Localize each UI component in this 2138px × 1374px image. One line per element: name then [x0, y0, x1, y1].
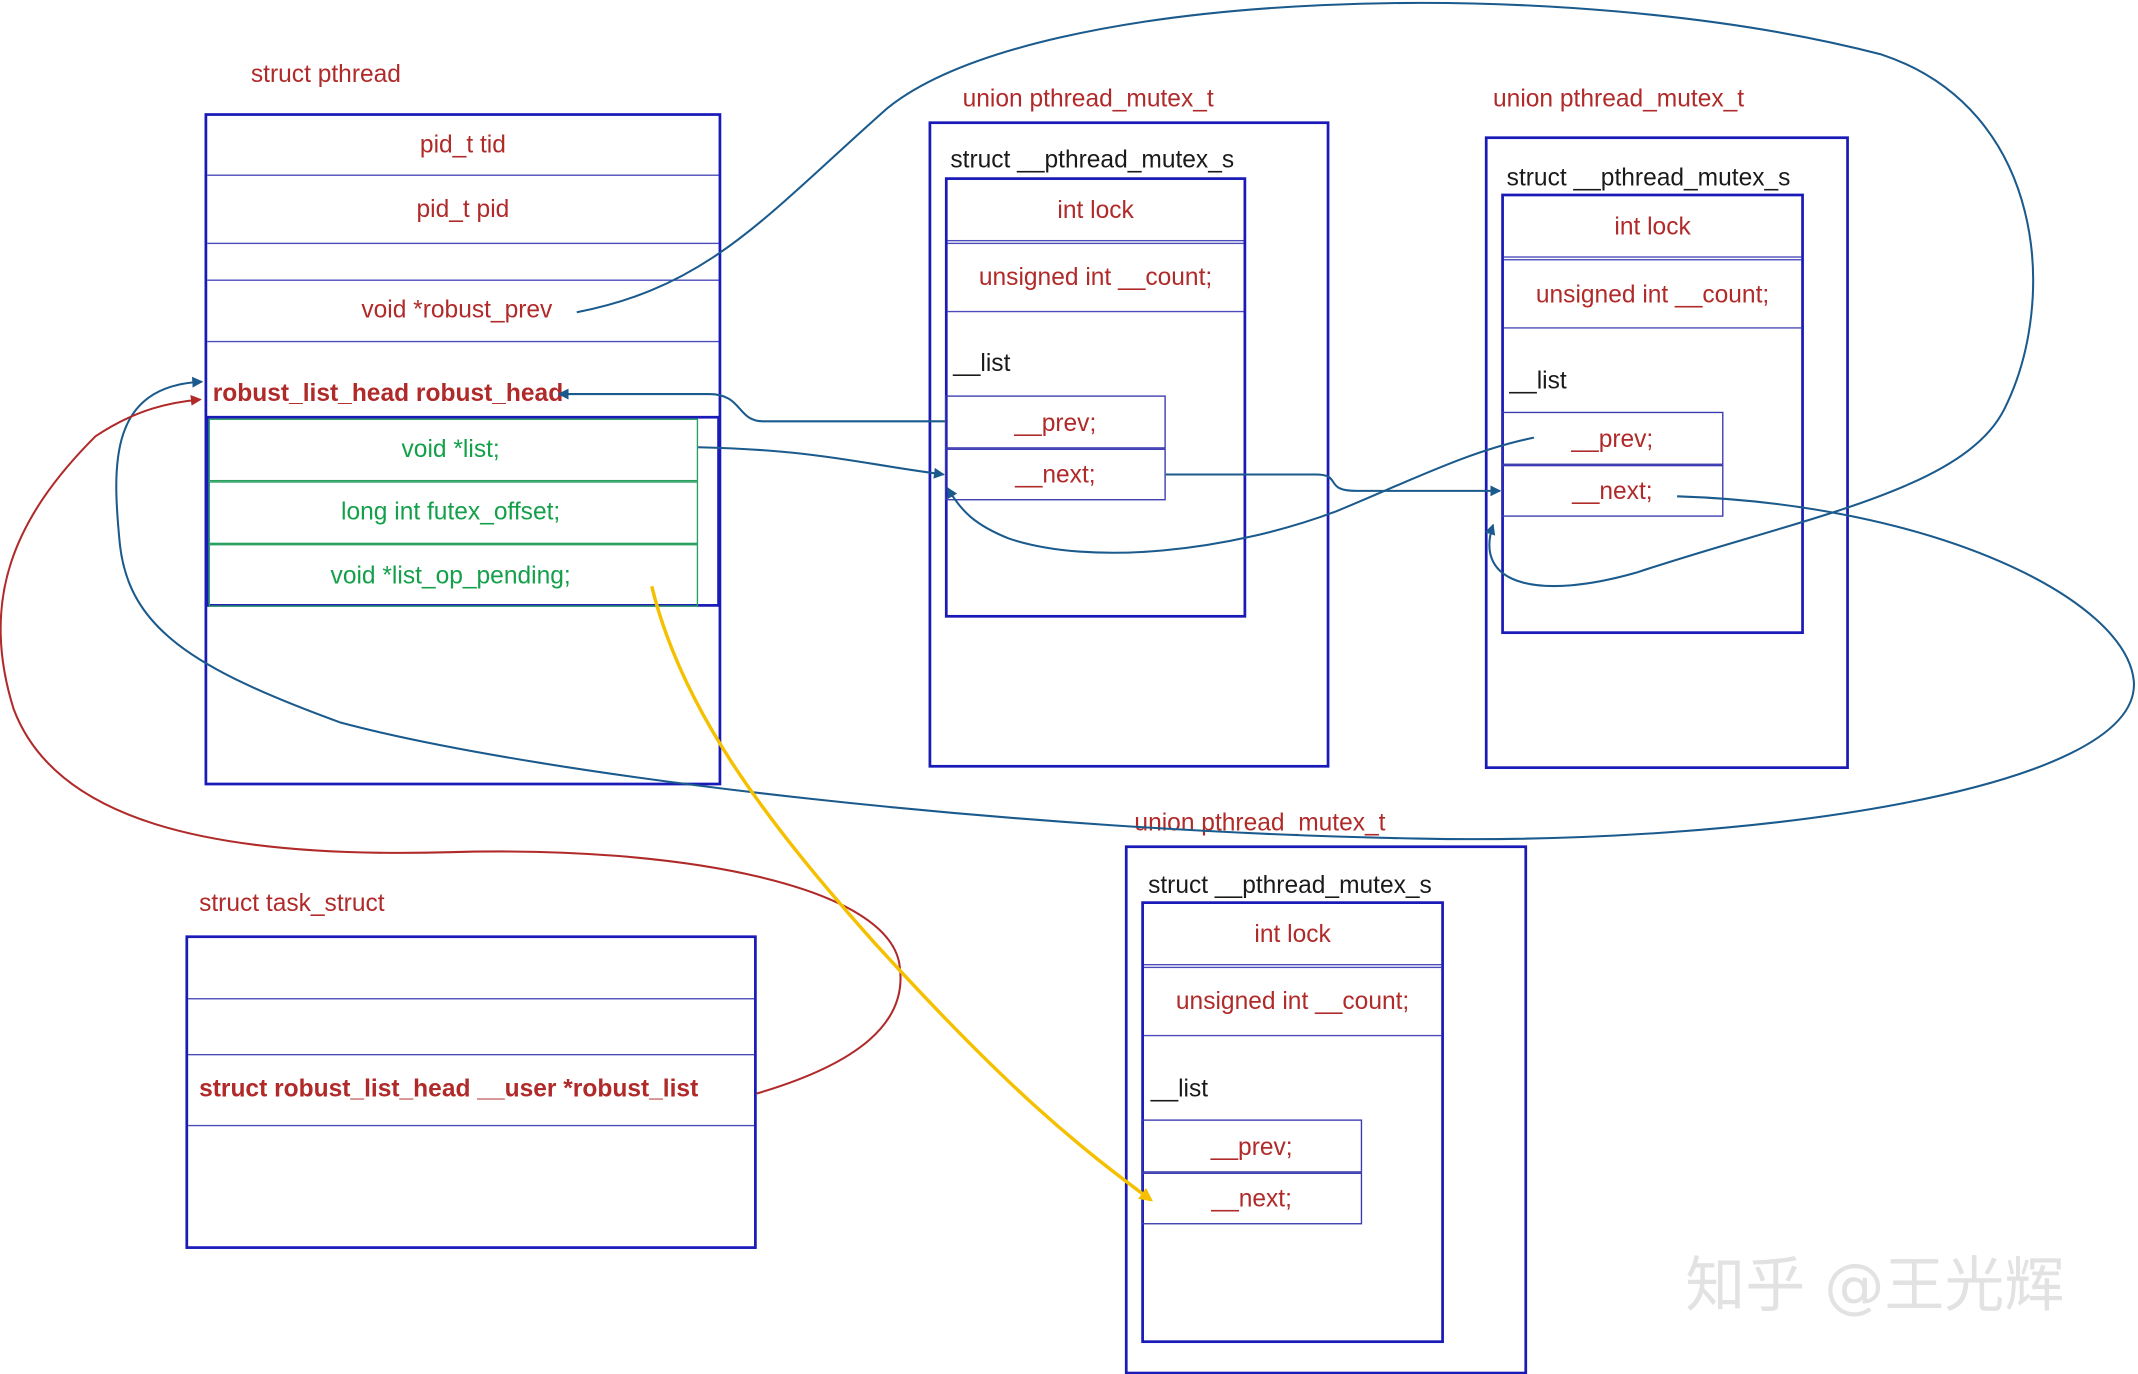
mutex1-field-prev: __prev; [1014, 409, 1097, 437]
mutex2-union-title: union pthread_mutex_t [1493, 84, 1745, 112]
robust-head-row-futex-offset [208, 481, 699, 545]
mutex2-union-box [1484, 136, 1849, 770]
mutex3-divider [1143, 966, 1442, 969]
mutex2-divider [1503, 327, 1802, 329]
mutex1-divider [947, 242, 1244, 245]
pthread-field-pid: pid_t pid [416, 194, 510, 223]
robust-head-row-list-op-pending [208, 544, 699, 607]
pthread-field-robust-prev: void *robust_prev [361, 295, 553, 324]
mutex1-struct-box [944, 177, 1247, 618]
mutex1-struct-title: struct __pthread_mutex_s [950, 145, 1235, 174]
robust-head-box [205, 415, 720, 607]
mutex1-divider [947, 239, 1244, 242]
robust-head-field-futex-offset: long int futex_offset; [341, 497, 561, 525]
link-mutex2-next-to-robust-head [115, 376, 2135, 841]
mutex1-field-list: __list [953, 349, 1011, 377]
mutex3-prev-cell [1141, 1119, 1363, 1173]
mutex2-field-prev: __prev; [1571, 425, 1654, 453]
robust-head-field-list-op-pending: void *list_op_pending; [330, 561, 571, 590]
mutex3-field-next: __next; [1211, 1184, 1292, 1213]
mutex3-divider [1143, 963, 1442, 966]
link-mutex2-prev-to-mutex1-next [946, 436, 1535, 554]
mutex3-struct-box [1141, 901, 1444, 1344]
pthread-field-robust-head: robust_list_head robust_head [212, 379, 564, 407]
watermark: 知乎 @王光辉 [1685, 1251, 2065, 1322]
mutex1-prev-cell [944, 395, 1166, 449]
link-mutex1-next-to-mutex2-next [1165, 473, 1502, 497]
mutex2-divider [1503, 256, 1802, 258]
mutex3-field-prev: __prev; [1210, 1133, 1293, 1161]
mutex3-union-box [1124, 845, 1528, 1374]
mutex2-divider [1503, 259, 1802, 261]
pthread-divider [207, 242, 719, 245]
mutex1-union-title: union pthread_mutex_t [962, 84, 1214, 112]
link-list-to-mutex1-next [698, 446, 945, 479]
mutex2-struct-box [1501, 193, 1804, 635]
mutex2-next-cell [1501, 464, 1724, 517]
mutex2-field-lock: int lock [1614, 212, 1691, 240]
mutex2-field-list: __list [1509, 366, 1567, 395]
task-struct-title: struct task_struct [199, 889, 385, 917]
task-struct-field-robust-list: struct robust_list_head __user *robust_l… [199, 1074, 699, 1102]
mutex1-divider [947, 310, 1244, 313]
task-struct-divider [188, 998, 755, 1000]
task-struct-divider [188, 1053, 755, 1056]
robust-head-row-list [208, 418, 699, 482]
mutex3-field-lock: int lock [1254, 920, 1331, 948]
task-struct-divider [188, 1124, 755, 1127]
mutex3-struct-title: struct __pthread_mutex_s [1148, 871, 1432, 899]
mutex2-prev-cell [1501, 411, 1724, 465]
mutex1-field-count: unsigned int __count; [978, 263, 1213, 291]
mutex3-divider [1143, 1034, 1442, 1037]
task-struct-box [185, 935, 757, 1249]
link-mutex1-prev-to-robust-head [557, 388, 945, 423]
pthread-divider [207, 279, 719, 281]
mutex1-field-lock: int lock [1057, 196, 1134, 224]
link-robust-prev-to-mutex2-next [576, 1, 2035, 588]
mutex2-struct-title: struct __pthread_mutex_s [1506, 163, 1791, 191]
pthread-field-tid: pid_t tid [419, 130, 506, 159]
mutex1-field-next: __next; [1015, 460, 1096, 489]
mutex3-field-list: __list [1150, 1074, 1209, 1102]
pthread-divider [207, 340, 719, 343]
link-list-op-pending-to-mutex3-next [650, 585, 1153, 1202]
mutex2-field-next: __next; [1572, 477, 1653, 505]
mutex3-field-count: unsigned int __count; [1175, 987, 1410, 1015]
pthread-divider [207, 174, 719, 176]
robust-head-field-list: void *list; [401, 434, 500, 463]
mutex2-field-count: unsigned int __count; [1535, 280, 1770, 309]
mutex1-next-cell [944, 448, 1166, 501]
pthread-title: struct pthread [250, 59, 401, 88]
mutex1-union-box [928, 121, 1330, 768]
